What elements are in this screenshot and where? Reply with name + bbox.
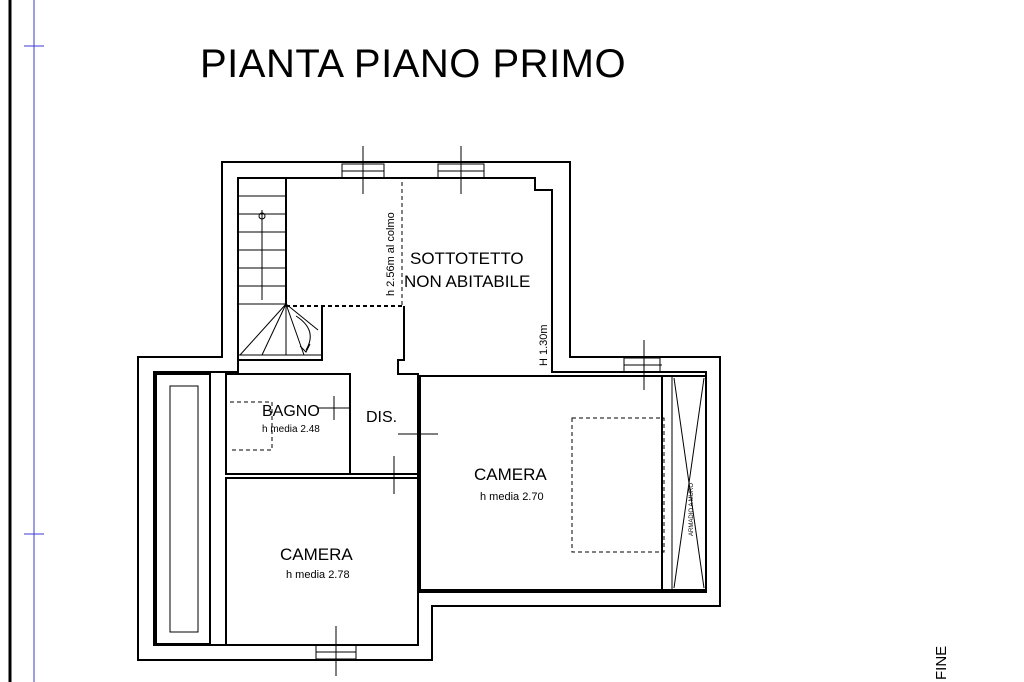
- label-sottotetto-height: h 2.56m al colmo: [385, 212, 397, 296]
- bagno-shower-dashed: [230, 401, 273, 451]
- window-bottom: [315, 626, 357, 676]
- wardrobe-armadio: [661, 375, 707, 591]
- window-top-right: [437, 146, 485, 194]
- staircase: [237, 177, 323, 356]
- window-right-top: [623, 340, 662, 390]
- corridor-wall-right: [397, 306, 419, 592]
- label-camera-right: CAMERA: [474, 465, 547, 484]
- edge-text-fine: FINE: [933, 646, 950, 680]
- label-sottotetto-1: SOTTOTETTO: [410, 249, 524, 268]
- label-camera-left-height: h media 2.78: [286, 569, 350, 581]
- inner-wall-outline: [153, 177, 707, 646]
- label-low-height: H 1.30m: [538, 324, 550, 366]
- left-wardrobe-inner: [169, 385, 199, 633]
- bed-outline-dashed: [571, 417, 665, 553]
- label-bagno: BAGNO: [262, 403, 320, 420]
- corridor-wall-left: [238, 306, 323, 361]
- label-camera-right-height: h media 2.70: [480, 491, 544, 503]
- left-wardrobe-column: [155, 373, 211, 645]
- plan-title: PIANTA PIANO PRIMO: [200, 42, 627, 86]
- window-top-left: [341, 146, 385, 194]
- label-bagno-height: h media 2.48: [262, 424, 320, 435]
- outer-wall-outline: [137, 161, 721, 661]
- label-wardrobe: ARMADIO A MURO: [689, 483, 695, 536]
- label-dis: DIS.: [366, 409, 397, 426]
- bagno-walls: [225, 373, 351, 475]
- camera-left-walls: [225, 477, 419, 646]
- label-camera-left: CAMERA: [280, 545, 353, 564]
- label-sottotetto-2: NON ABITABILE: [404, 272, 530, 291]
